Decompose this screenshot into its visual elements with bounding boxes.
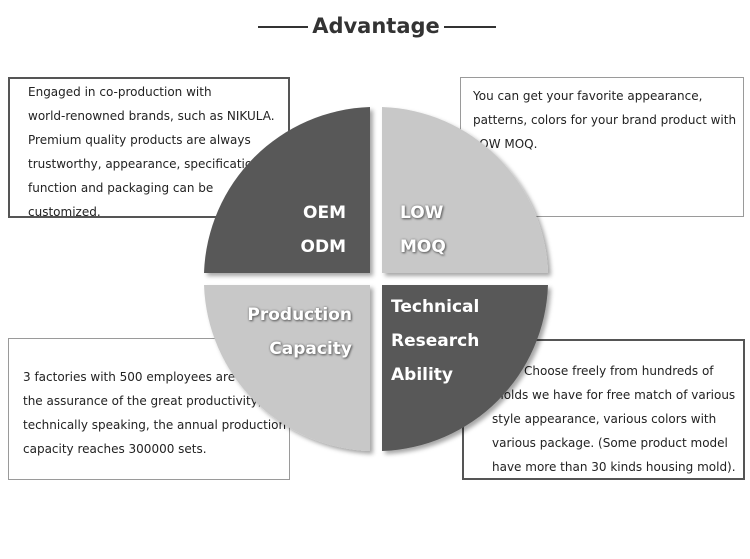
oem-description-line: Premium quality products are always: [28, 133, 251, 147]
title-right-rule: [444, 26, 496, 28]
low-moq-description-line: patterns, colors for your brand product …: [473, 113, 737, 127]
oem-description-line: function and packaging can be: [28, 181, 214, 195]
oem-odm-label: OEM ODM: [300, 196, 346, 264]
oem-description-line: customized.: [28, 205, 101, 219]
oem-description-box: Engaged in co-production with world-reno…: [8, 77, 290, 219]
production-capacity-quadrant: [204, 285, 370, 451]
oem-description-line: world-renowned brands, such as NIKULA.: [28, 109, 275, 123]
production-capacity-label: Production Capacity: [244, 298, 352, 366]
technical-description-line: style appearance, various colors with: [492, 412, 717, 426]
title-left-rule: [258, 26, 308, 28]
oem-odm-label-line: OEM: [303, 203, 346, 223]
production-capacity-label-line: Production: [247, 305, 352, 325]
oem-odm-quadrant: [204, 107, 370, 273]
production-description-line: capacity reaches 300000 sets.: [23, 442, 207, 456]
technical-research-description-box: Choose freely from hundreds of molds we …: [462, 339, 745, 480]
low-moq-description-line: LOW MOQ.: [473, 137, 538, 151]
low-moq-label-line: MOQ: [400, 237, 446, 257]
low-moq-quadrant: [382, 107, 548, 273]
header: Advantage: [0, 8, 750, 44]
oem-odm-label-line: ODM: [300, 237, 346, 257]
technical-research-label-line: Ability: [391, 365, 454, 385]
page-title: Advantage: [312, 14, 440, 38]
production-capacity-label-line: Capacity: [269, 339, 352, 359]
technical-description-line: various package. (Some product model: [492, 436, 728, 450]
oem-description-line: trustworthy, appearance, specification,: [28, 157, 264, 171]
technical-research-quadrant: [382, 285, 548, 451]
oem-description-line: Engaged in co-production with: [28, 85, 212, 99]
low-moq-label-line: LOW: [400, 203, 444, 223]
technical-research-label-line: Research: [391, 331, 480, 351]
technical-research-label: Technical Research Ability: [391, 290, 479, 392]
technical-research-label-line: Technical: [391, 297, 480, 317]
technical-description-line: Choose freely from hundreds of: [524, 364, 714, 378]
low-moq-label: LOW MOQ: [400, 196, 446, 264]
production-description-line: 3 factories with 500 employees are: [23, 370, 236, 384]
production-description-line: the assurance of the great productivity,: [23, 394, 262, 408]
technical-description-line: have more than 30 kinds housing mold).: [492, 460, 736, 474]
low-moq-description-line: You can get your favorite appearance,: [473, 89, 703, 103]
production-description-line: technically speaking, the annual product…: [23, 418, 287, 432]
technical-description-line: molds we have for free match of various: [492, 388, 736, 402]
